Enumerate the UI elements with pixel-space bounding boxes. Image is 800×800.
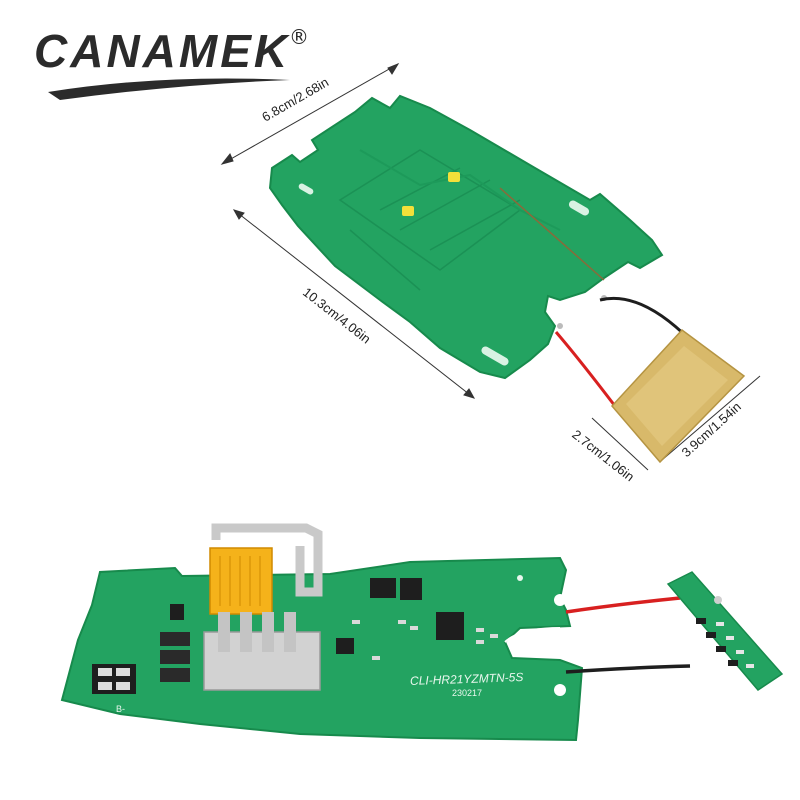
brand-logo: CANAMEK — [34, 25, 291, 77]
dimension-arrow-board-width — [220, 62, 400, 165]
top-pcb-board — [268, 94, 664, 380]
dimension-arrow-board-length — [232, 209, 476, 399]
dimension-arrow-sensor-length — [661, 375, 761, 461]
board-date-code: 230217 — [452, 688, 483, 698]
bottom-red-wire — [565, 596, 681, 614]
top-red-wire — [554, 331, 620, 411]
bottom-black-wire — [565, 664, 691, 674]
bottom-pcb-board — [60, 523, 584, 742]
terminal-negative-label: B- — [116, 704, 125, 714]
top-sensor-board — [610, 328, 746, 464]
dimension-arrow-sensor-width — [591, 417, 649, 471]
top-black-wire — [599, 296, 692, 342]
bottom-sensor-board — [666, 571, 784, 691]
registered-mark: ® — [289, 25, 309, 49]
